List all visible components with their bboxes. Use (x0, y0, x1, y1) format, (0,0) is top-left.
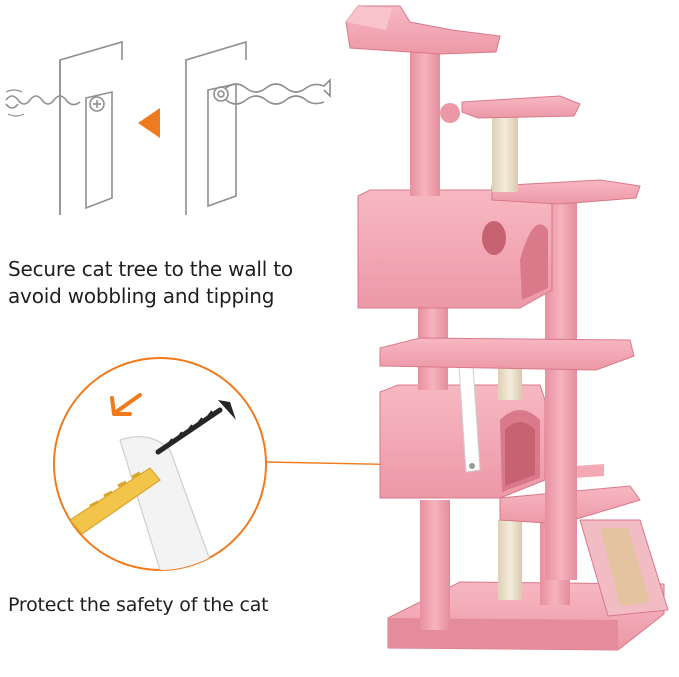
wall-anchor-diagram (5, 40, 331, 215)
wall-securing-caption-line1: Secure cat tree to the wall to (8, 257, 293, 281)
upper-platform (461, 95, 581, 119)
anchor-loose (225, 78, 331, 98)
screw-head-right (213, 86, 229, 102)
arrow-left-icon (138, 108, 160, 138)
upper-condo (357, 189, 553, 309)
cat-tree (345, 5, 669, 651)
wall-securing-caption: Secure cat tree to the wall to avoid wob… (8, 256, 348, 310)
sisal-post-top (492, 110, 518, 192)
screw-icon (155, 400, 236, 455)
sisal-post-lower (498, 520, 522, 600)
wall-bracket-left (85, 90, 113, 210)
post-top (410, 36, 440, 196)
hanging-ball (440, 103, 460, 123)
side-platform (491, 179, 641, 205)
arrow-down-left-icon (110, 393, 142, 416)
wall-plug-icon (69, 467, 161, 535)
safety-caption-text: Protect the safety of the cat (8, 594, 269, 616)
condo-hole (482, 221, 506, 255)
anchor-inserted (5, 95, 81, 106)
middle-platform (379, 337, 635, 371)
safety-caption: Protect the safety of the cat (8, 592, 348, 618)
anchor-detail-inset (53, 357, 267, 571)
wall-bracket-right (207, 83, 237, 208)
wall-securing-caption-line2: avoid wobbling and tipping (8, 284, 275, 308)
screw-head-left (89, 96, 105, 112)
wall-outline-right (185, 40, 247, 215)
post-lower-left (420, 500, 450, 630)
